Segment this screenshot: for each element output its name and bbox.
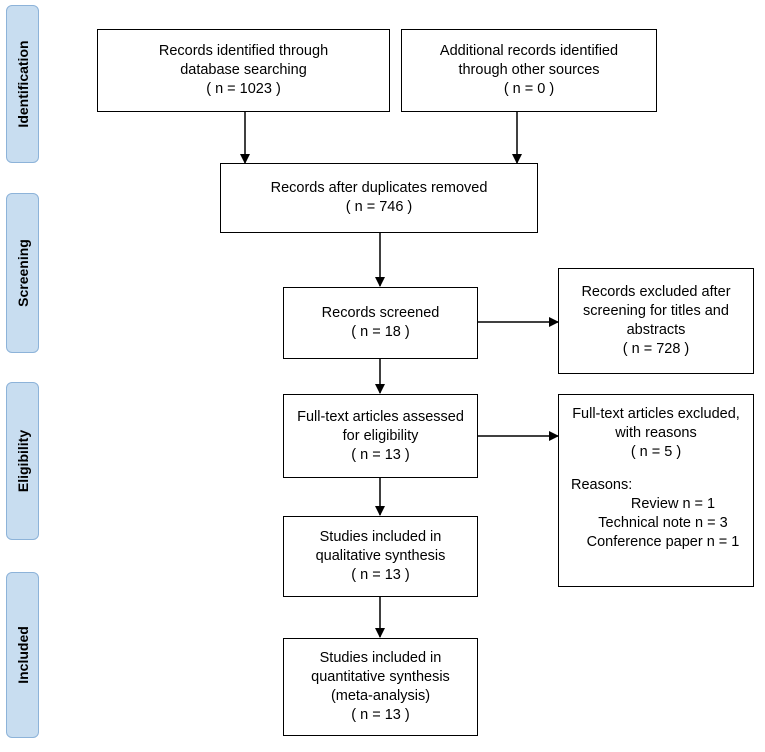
box-records-screened: Records screened ( n = 18 ) (283, 287, 478, 359)
box-text: Studies included in (319, 529, 442, 545)
stage-included: Included (6, 572, 39, 738)
box-text: with reasons (615, 425, 697, 441)
box-text: Records screened (321, 305, 440, 321)
reason-item: Conference paper n = 1 (586, 534, 740, 550)
box-text: abstracts (626, 322, 686, 338)
box-fulltext-excluded: Full-text articles excluded, with reason… (558, 394, 754, 587)
box-text: Studies included in (319, 650, 442, 666)
box-text: through other sources (458, 62, 600, 78)
box-text: (meta-analysis) (330, 688, 431, 704)
box-count: ( n = 13 ) (351, 567, 410, 583)
box-records-excluded: Records excluded after screening for tit… (558, 268, 754, 374)
box-text: Additional records identified (439, 43, 619, 59)
stage-eligibility: Eligibility (6, 382, 39, 540)
stage-label: Screening (14, 239, 31, 307)
box-text: qualitative synthesis (315, 548, 446, 564)
exclusion-reasons: Reasons: Review n = 1 Technical note n =… (559, 462, 753, 552)
box-qualitative-synthesis: Studies included in qualitative synthesi… (283, 516, 478, 597)
box-text: Records after duplicates removed (270, 180, 488, 196)
reason-item: Technical note n = 3 (598, 515, 728, 531)
box-count: ( n = 18 ) (351, 324, 410, 340)
box-count: ( n = 728 ) (622, 341, 690, 357)
reason-item: Review n = 1 (630, 496, 716, 512)
box-additional-records: Additional records identified through ot… (401, 29, 657, 112)
box-text: Full-text articles assessed (297, 408, 464, 425)
stage-label: Included (14, 626, 31, 684)
box-count: ( n = 13 ) (351, 446, 410, 463)
box-count: ( n = 5 ) (630, 444, 682, 460)
box-quantitative-synthesis: Studies included in quantitative synthes… (283, 638, 478, 736)
box-fulltext-assessed: Full-text articles assessed for eligibil… (283, 394, 478, 478)
reasons-header: Reasons: (571, 477, 633, 493)
box-count: ( n = 13 ) (351, 707, 410, 723)
stage-screening: Screening (6, 193, 39, 353)
stage-identification: Identification (6, 5, 39, 163)
box-records-identified: Records identified through database sear… (97, 29, 390, 112)
box-text: for eligibility (342, 427, 419, 444)
stage-label: Eligibility (14, 429, 31, 493)
box-text: Full-text articles excluded, (572, 406, 740, 422)
box-duplicates-removed: Records after duplicates removed ( n = 7… (220, 163, 538, 233)
box-text: database searching (180, 62, 307, 78)
stage-label: Identification (14, 40, 31, 128)
box-text: screening for titles and (583, 303, 729, 319)
box-count: ( n = 746 ) (345, 199, 413, 215)
box-text: quantitative synthesis (311, 669, 450, 685)
box-text: Records excluded after (581, 284, 731, 300)
box-count: ( n = 1023 ) (206, 81, 281, 97)
box-text: Records identified through (158, 43, 329, 59)
box-count: ( n = 0 ) (503, 81, 555, 97)
